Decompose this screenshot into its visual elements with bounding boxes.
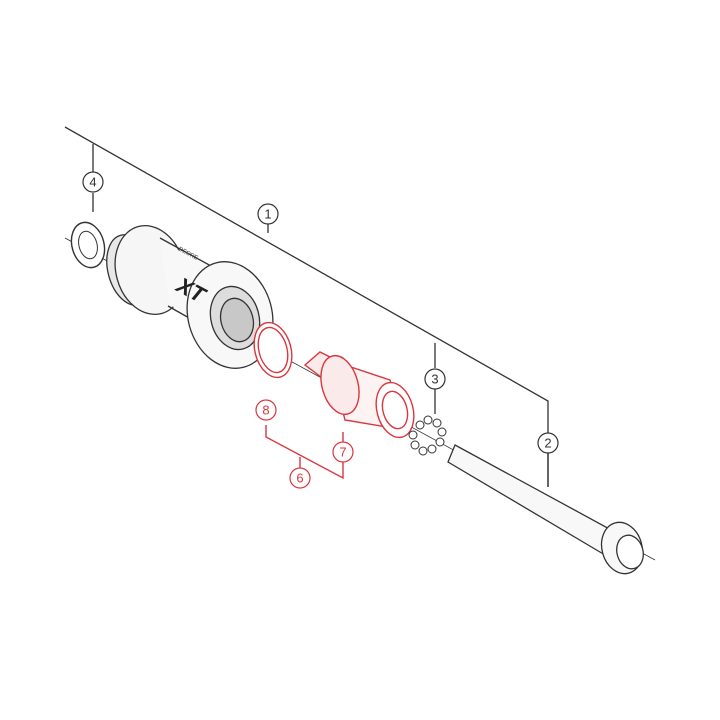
callout-label: 1 <box>264 207 271 222</box>
part-lock-ring <box>70 221 106 269</box>
callout-label: 6 <box>296 471 303 486</box>
part-bearing-3 <box>408 415 447 456</box>
callout-label: 4 <box>89 175 96 190</box>
part-axle-2 <box>447 444 644 575</box>
callout-7[interactable]: 7 <box>332 441 354 463</box>
callout-label: 8 <box>262 403 269 418</box>
callout-label: 3 <box>431 372 438 387</box>
callout-label: 7 <box>339 445 346 460</box>
callout-6[interactable]: 6 <box>289 467 311 489</box>
highlighted-parts <box>253 321 415 480</box>
callout-3[interactable]: 3 <box>424 368 446 390</box>
callout-8[interactable]: 8 <box>255 399 277 421</box>
callout-2[interactable]: 2 <box>537 432 559 454</box>
part-hub-shell: XT DEORE <box>106 225 274 369</box>
callout-4[interactable]: 4 <box>82 171 104 193</box>
callout-1[interactable]: 1 <box>257 203 279 225</box>
leader-lines <box>64 126 656 561</box>
callout-label: 2 <box>544 436 551 451</box>
